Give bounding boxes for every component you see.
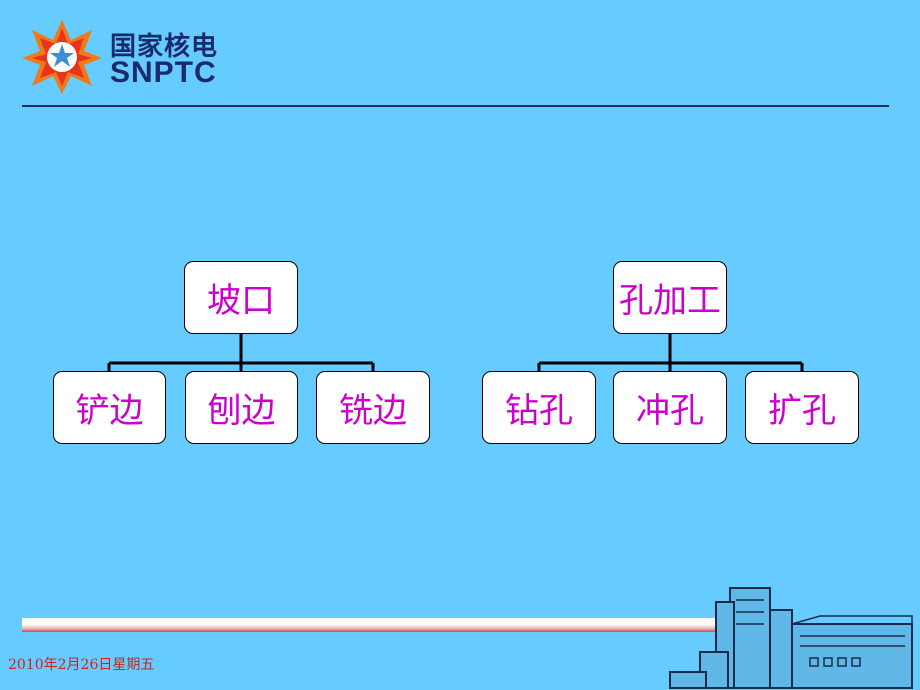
brand-name-en: SNPTC [110, 56, 217, 89]
footer-date: 2010年2月26日星期五 [8, 657, 155, 673]
child-node-mill-edge: 铣边 [316, 371, 430, 444]
snptc-logo-icon [22, 20, 102, 94]
child-node-punch-hole: 冲孔 [613, 371, 727, 444]
footer-bar [22, 618, 730, 632]
brand-name-cn: 国家核电 [110, 32, 219, 62]
header-divider [22, 105, 889, 107]
child-node-ream-hole: 扩孔 [745, 371, 859, 444]
child-node-shovel-edge: 铲边 [53, 371, 166, 444]
root-node-bevel: 坡口 [184, 261, 298, 334]
factory-outline-icon [669, 587, 913, 689]
root-node-hole-machining: 孔加工 [613, 261, 727, 334]
child-node-plane-edge: 刨边 [185, 371, 298, 444]
child-node-drill-hole: 钻孔 [482, 371, 596, 444]
